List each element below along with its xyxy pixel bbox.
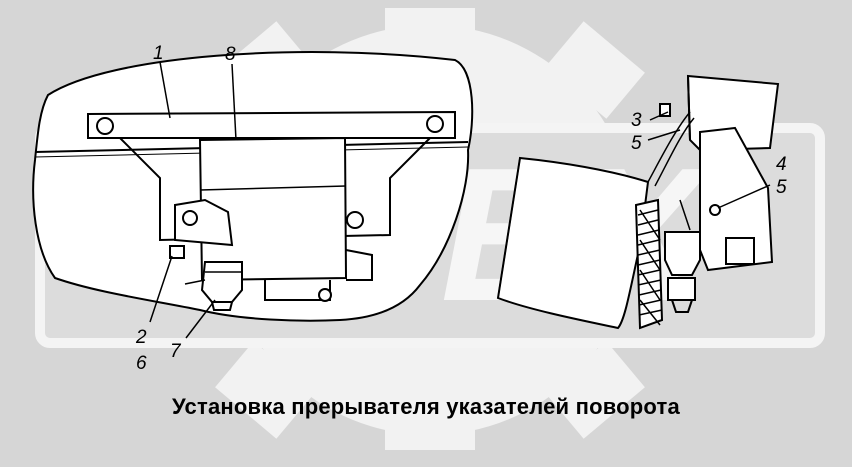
connector-7 (184, 261, 243, 311)
callout-3: 3 (631, 110, 642, 131)
seal-strip (634, 198, 664, 330)
callout-5-upper: 5 (631, 133, 642, 154)
callout-8: 8 (225, 44, 236, 65)
callout-6: 6 (136, 353, 147, 374)
relay-8 (174, 136, 373, 302)
right-assembly (496, 74, 780, 330)
figure-caption: Установка прерывателя указателей поворот… (172, 394, 680, 419)
bracket-1 (87, 110, 456, 242)
callout-5-lower: 5 (776, 177, 787, 198)
connector-right (664, 231, 701, 313)
callout-4: 4 (776, 154, 787, 175)
callout-1: 1 (153, 43, 164, 64)
callout-7: 7 (170, 341, 181, 362)
callout-2: 2 (136, 327, 147, 348)
fastener-2-6 (169, 245, 185, 259)
left-assembly (32, 51, 474, 339)
